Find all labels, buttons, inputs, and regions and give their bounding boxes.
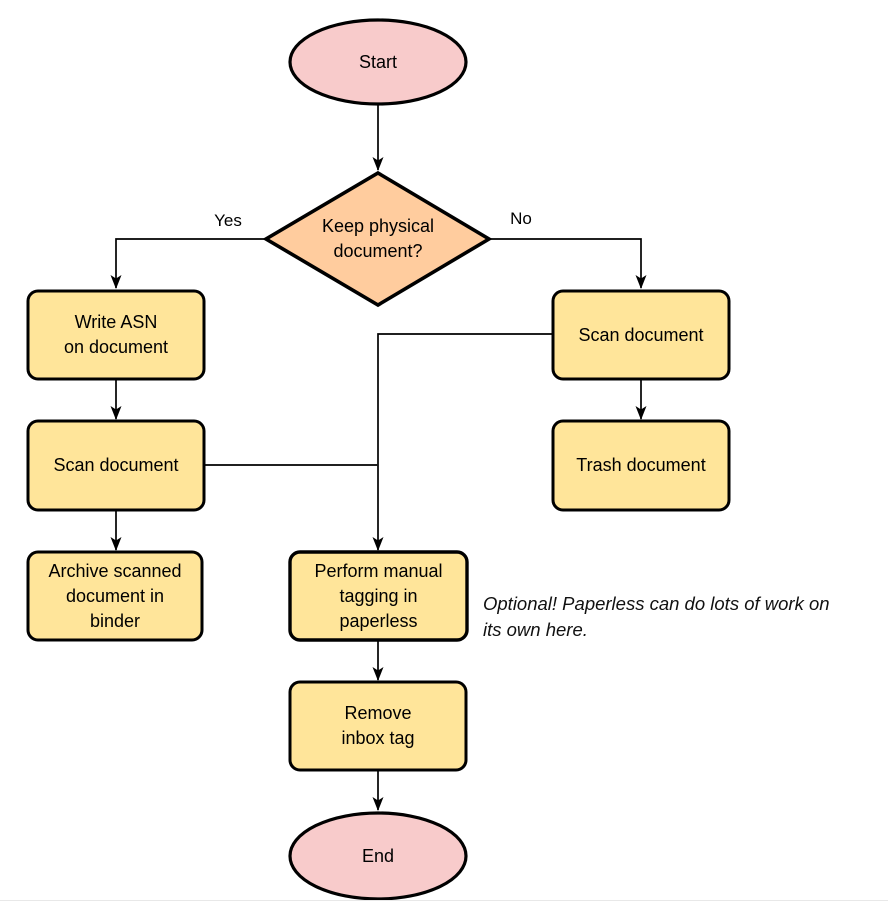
edge-decision-yes-to-write-asn: [110, 238, 266, 289]
remove-inbox-process-shape: [288, 680, 468, 772]
bottom-hairline: [0, 900, 888, 901]
decision-diamond-shape: [262, 170, 493, 308]
end-terminal-shape: [288, 811, 468, 901]
optional-annotation: Optional! Paperless can do lots of work …: [483, 593, 830, 640]
edge-scan-right-to-tagging: [372, 333, 553, 551]
write-asn-process-shape: [26, 289, 206, 381]
trash-process-shape: [551, 419, 731, 512]
edges: [110, 104, 647, 811]
scan-left-process-shape: [26, 419, 206, 512]
start-terminal-shape: [288, 18, 468, 106]
archive-process-shape: [26, 550, 204, 642]
tagging-process-shape: [288, 550, 469, 642]
scan-right-process-shape: [551, 289, 731, 381]
edge-decision-no-to-scan-right: [489, 238, 647, 289]
